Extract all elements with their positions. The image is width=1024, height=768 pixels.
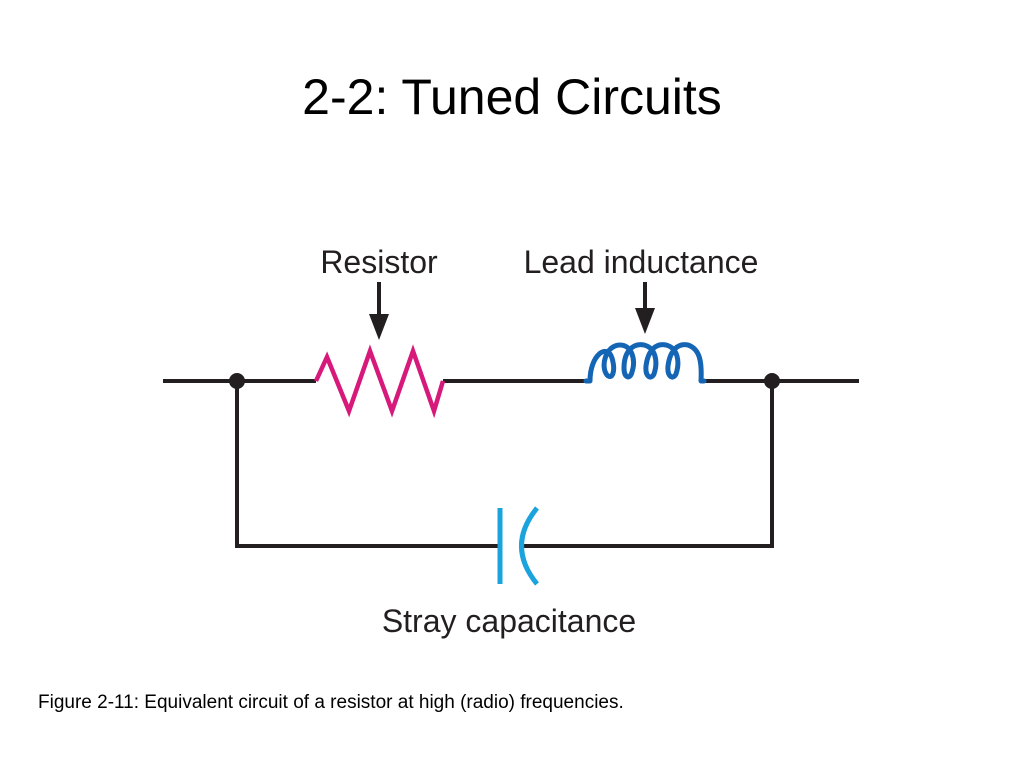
slide-title: 2-2: Tuned Circuits (302, 69, 722, 125)
wire-bottom-loop-right (521, 381, 774, 548)
resistor-label: Resistor (320, 244, 438, 280)
capacitance-label: Stray capacitance (382, 603, 636, 639)
resistor-arrow-head (369, 314, 389, 340)
wire-bottom-loop (235, 381, 500, 548)
capacitor-plate-curved (519, 506, 539, 586)
inductance-label: Lead inductance (524, 244, 759, 280)
circuit-wires (163, 379, 859, 548)
capacitor-symbol (497, 506, 539, 586)
junction-dot-left (229, 373, 245, 389)
inductor-symbol (583, 342, 707, 384)
resistor-symbol (313, 344, 446, 419)
figure-caption: Figure 2-11: Equivalent circuit of a res… (38, 692, 624, 713)
label-arrows (369, 282, 655, 340)
junction-dot-right (764, 373, 780, 389)
inductance-arrow-head (635, 308, 655, 334)
